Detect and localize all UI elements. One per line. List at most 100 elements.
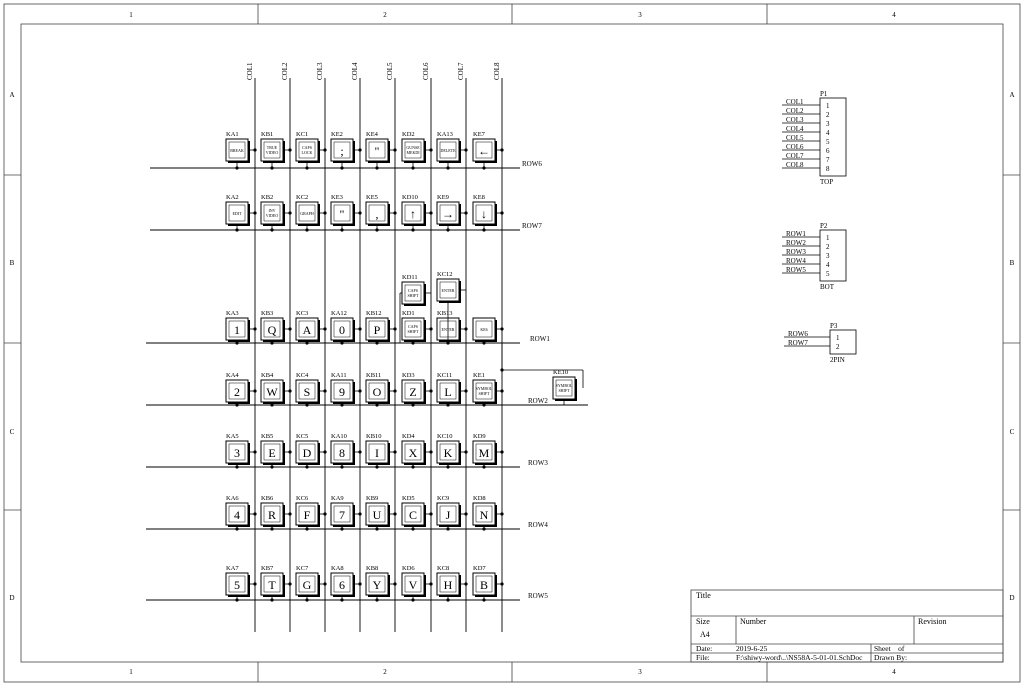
key-cap-inner xyxy=(333,141,351,159)
key-legend: J xyxy=(446,508,451,522)
junction-dot xyxy=(288,582,292,586)
key-legend: Y xyxy=(373,578,382,592)
junction-dot xyxy=(393,582,397,586)
size-value: A4 xyxy=(700,630,710,639)
column-label: COL1 xyxy=(246,62,254,80)
key-cap-inner xyxy=(475,204,493,222)
key-reference: KA11 xyxy=(331,372,347,379)
key-cap-inner xyxy=(368,443,386,461)
key-reference: KE3 xyxy=(331,194,343,201)
key-legend: T xyxy=(268,578,276,592)
junction-dot xyxy=(235,598,239,602)
junction-dot xyxy=(288,450,292,454)
revision-label: Revision xyxy=(918,617,946,626)
junction-dot xyxy=(500,512,504,516)
key-cap-inner xyxy=(228,443,246,461)
date-label: Date: xyxy=(696,644,712,653)
zone-col-label-bottom: 4 xyxy=(892,668,896,676)
key-cap-inner xyxy=(368,575,386,593)
zone-row-label-left: B xyxy=(10,259,15,267)
key-legend: 5 xyxy=(234,578,240,592)
key-legend: EDIT xyxy=(232,211,242,216)
key-legend: VIDEO xyxy=(266,213,279,218)
key-legend: SHIFT xyxy=(407,329,419,334)
column-label: COL5 xyxy=(386,62,394,80)
key-cap-inner xyxy=(263,382,281,400)
junction-dot xyxy=(358,327,362,331)
zone-row-label-left: A xyxy=(9,91,14,99)
junction-dot xyxy=(270,465,274,469)
key-cap-inner xyxy=(333,320,351,338)
key-legend: S xyxy=(304,385,311,399)
junction-dot xyxy=(323,512,327,516)
key-legend: I xyxy=(375,446,379,460)
junction-dot xyxy=(429,148,433,152)
junction-dot xyxy=(429,389,433,393)
key-legend: " xyxy=(340,207,345,221)
key-legend: 1 xyxy=(234,323,240,337)
junction-dot xyxy=(305,228,309,232)
key-cap-inner xyxy=(404,141,422,159)
key-legend: E xyxy=(268,446,275,460)
junction-dot xyxy=(393,389,397,393)
key-cap-inner xyxy=(368,505,386,523)
zone-row-label-left: D xyxy=(9,594,14,602)
key-cap-inner xyxy=(475,382,493,400)
connector-body xyxy=(829,329,857,355)
column-label: COL2 xyxy=(281,62,289,80)
key-reference: KD10 xyxy=(402,194,418,201)
key-cap-inner xyxy=(555,379,573,397)
junction-dot xyxy=(340,403,344,407)
junction-dot xyxy=(482,465,486,469)
key-cap-inner xyxy=(404,204,422,222)
key-cap-inner xyxy=(263,141,281,159)
key-cap-inner xyxy=(368,320,386,338)
connector-net-label: COL6 xyxy=(786,143,804,151)
key-legend: R xyxy=(268,508,276,522)
connector-pin-number: 1 xyxy=(826,102,830,110)
key-reference: KE7 xyxy=(473,131,486,138)
junction-dot xyxy=(446,598,450,602)
key-reference: KB1 xyxy=(261,131,273,138)
junction-dot xyxy=(340,527,344,531)
junction-dot xyxy=(464,327,468,331)
junction-dot xyxy=(375,598,379,602)
zone-col-label-top: 2 xyxy=(383,11,387,19)
junction-dot xyxy=(429,582,433,586)
key-legend: U xyxy=(373,508,382,522)
junction-dot xyxy=(446,228,450,232)
key-cap-inner xyxy=(333,204,351,222)
key-legend: VIDEO xyxy=(266,150,279,155)
connector-body xyxy=(819,97,847,177)
key-legend: F xyxy=(304,508,311,522)
key-legend: GUNSE xyxy=(406,145,420,150)
key-legend: C xyxy=(409,508,417,522)
row-label: ROW7 xyxy=(522,222,542,230)
junction-dot xyxy=(305,341,309,345)
key-legend: BREAK xyxy=(230,148,244,153)
key-cap-inner xyxy=(228,505,246,523)
key-reference: KE10 xyxy=(553,369,568,376)
key-legend: GRAPH xyxy=(300,211,314,216)
key-reference: KC11 xyxy=(437,372,452,379)
key-cap-inner xyxy=(228,141,246,159)
title-block: Title Size A4 Number Revision Date: 2019… xyxy=(690,589,1004,663)
zone-col-label-top: 1 xyxy=(129,11,133,19)
column-label: COL7 xyxy=(457,62,465,80)
key-legend: SHIFT xyxy=(407,293,419,298)
zone-row-label-right: A xyxy=(1009,91,1014,99)
key-reference: KA12 xyxy=(331,310,347,317)
key-switch: " KE3 xyxy=(330,194,355,226)
